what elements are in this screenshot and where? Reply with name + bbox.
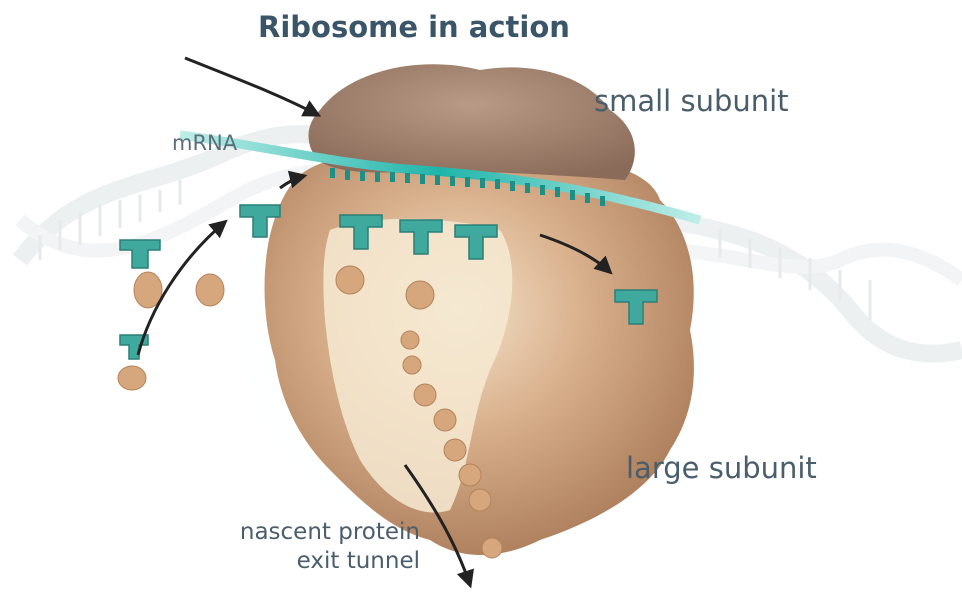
exit-label-line1: nascent protein (190, 518, 420, 547)
large-subunit-label: large subunit (626, 451, 817, 485)
exit-tunnel-label: nascent protein exit tunnel (190, 518, 420, 576)
small-subunit-label: small subunit (594, 84, 789, 118)
arrow-mrna-in (185, 58, 318, 115)
exit-label-line2: exit tunnel (190, 547, 420, 576)
diagram-title: Ribosome in action (258, 10, 570, 44)
mrna-label: mRNA (172, 131, 237, 155)
